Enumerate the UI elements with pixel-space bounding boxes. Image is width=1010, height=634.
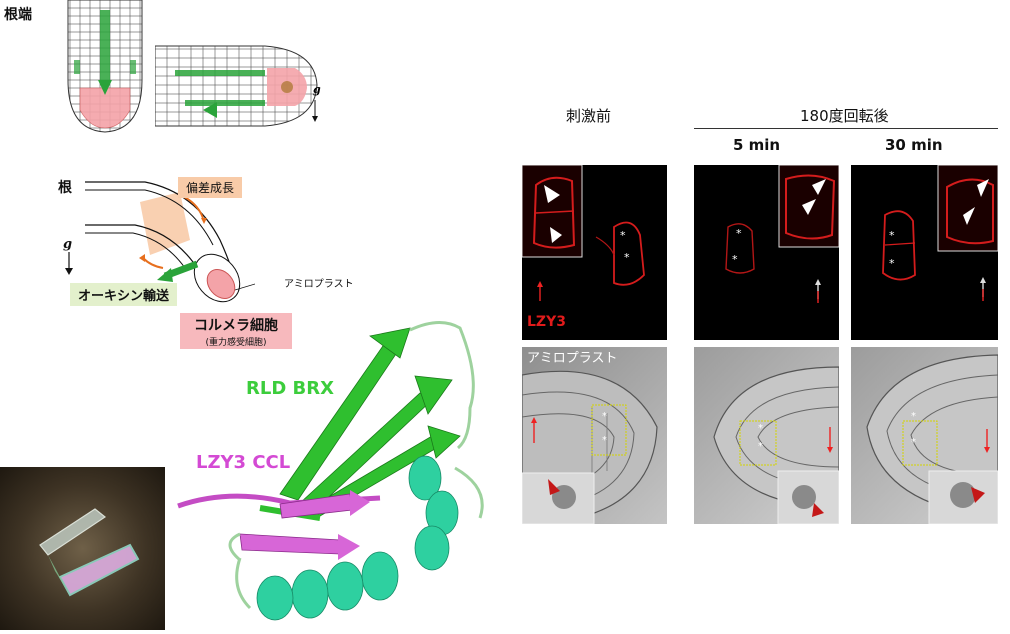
header-30min: 30 min xyxy=(885,136,943,154)
star-3: * xyxy=(736,227,742,240)
gravity-arrow-icon xyxy=(65,252,73,275)
root-tip-label: 根端 xyxy=(4,7,32,23)
horizontal-root-tip-diagram: g xyxy=(155,45,321,127)
star-2: * xyxy=(624,251,630,264)
crystal-photo xyxy=(0,467,165,630)
amyloplast-panel-before: * * xyxy=(521,347,667,525)
star-11: * xyxy=(911,411,916,422)
star-12: * xyxy=(911,437,916,448)
header-divider xyxy=(694,128,998,129)
star-6: * xyxy=(889,257,895,270)
protein-structure-diagram xyxy=(177,321,484,621)
amyloplast-panel-5min: * * xyxy=(694,347,840,525)
amyloplast-panel-30min: * * xyxy=(851,347,999,525)
rld-brx-label: RLD BRX xyxy=(246,378,334,399)
auxin-transport-tag: オーキシン輸送 xyxy=(70,283,178,306)
header-before-stimulus: 刺激前 xyxy=(566,107,612,125)
lzy3-panel-30min: * * xyxy=(851,164,999,340)
gravity-label-mid: g xyxy=(63,237,73,252)
gravity-sensing-cell-label: (重力感受細胞) xyxy=(205,338,267,348)
header-after-rotation: 180度回転後 xyxy=(800,107,889,125)
star-9: * xyxy=(758,423,763,434)
amyloplast-pointer-label: アミロプラスト xyxy=(284,279,354,290)
root-label: 根 xyxy=(58,180,72,196)
lzy3-panel-5min: * * xyxy=(694,164,840,340)
amyloplast-channel-label: アミロプラスト xyxy=(527,351,618,366)
star-7: * xyxy=(602,411,607,422)
star-1: * xyxy=(620,229,626,242)
gravity-label-top: g xyxy=(313,83,321,96)
star-5: * xyxy=(889,229,895,242)
columella-cell-box: コルメラ細胞 (重力感受細胞) xyxy=(180,313,292,349)
gravitropism-diagram xyxy=(85,181,255,303)
vertical-root-tip-diagram xyxy=(67,0,143,133)
lzy3-panel-before: * * xyxy=(521,164,667,340)
differential-growth-tag: 偏差成長 xyxy=(178,177,243,198)
star-8: * xyxy=(602,435,607,446)
star-10: * xyxy=(758,441,763,452)
lzy3-ccl-label: LZY3 CCL xyxy=(196,452,291,473)
header-5min: 5 min xyxy=(733,136,781,154)
columella-cell-label: コルメラ細胞 xyxy=(194,318,278,334)
lzy3-channel-label: LZY3 xyxy=(527,314,566,330)
star-4: * xyxy=(732,253,738,266)
